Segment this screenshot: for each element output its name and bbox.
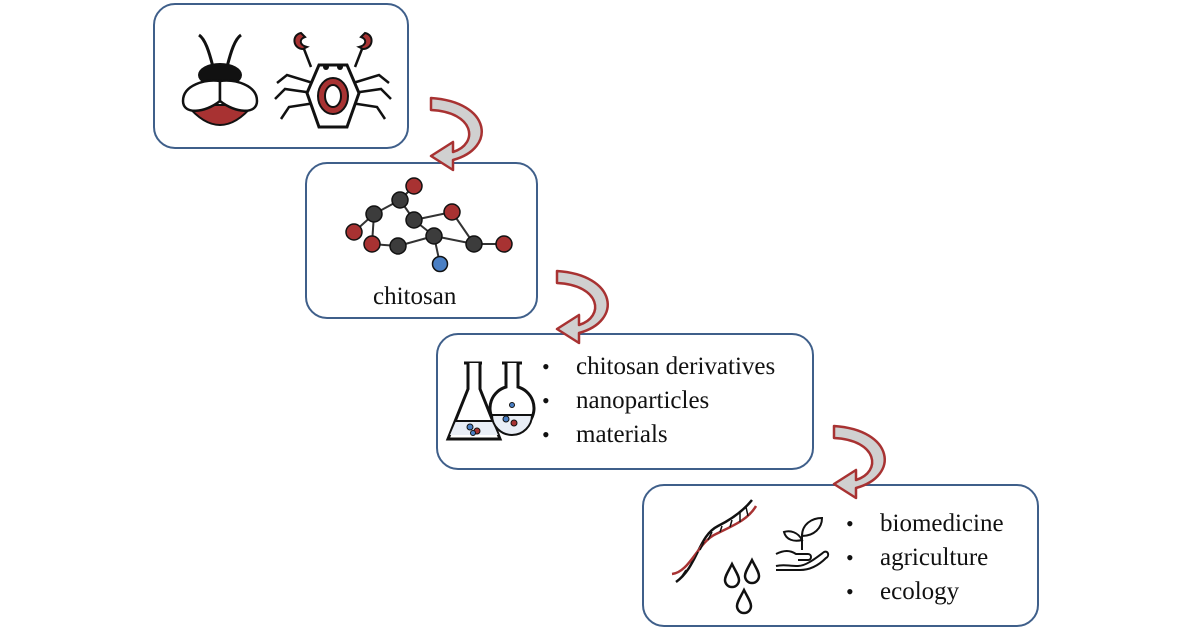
flask-icon (445, 361, 536, 441)
list-item: • ecology (842, 575, 1004, 609)
list-item: • materials (538, 418, 775, 452)
bullet: • (542, 422, 550, 447)
dna-icon (671, 499, 758, 584)
modification-list: • chitosan derivatives • nanoparticles • ma… (538, 350, 775, 452)
bullet: • (542, 354, 550, 379)
list-item: • biomedicine (842, 507, 1004, 541)
list-item: • agriculture (842, 541, 1004, 575)
item-text: agriculture (880, 544, 989, 571)
bullet: • (846, 579, 854, 604)
applications-box: • biomedicine • agriculture • ecology (642, 484, 1039, 627)
arrow-1-icon (429, 96, 483, 172)
item-text: biomedicine (880, 510, 1004, 537)
modification-box: • chitosan derivatives • nanoparticles • ma… (436, 333, 814, 470)
chitosan-box: chitosan (305, 162, 538, 319)
item-text: nanoparticles (576, 387, 710, 414)
applications-list: • biomedicine • agriculture • ecology (842, 507, 1004, 609)
bullet: • (542, 388, 550, 413)
source-organisms-box (153, 3, 409, 149)
plant-hand-icon (775, 516, 830, 571)
item-text: ecology (880, 578, 960, 605)
list-item: • nanoparticles (538, 384, 775, 418)
arrow-2-icon (555, 269, 609, 345)
chitosan-label: chitosan (373, 283, 457, 310)
arrow-3-icon (832, 424, 886, 500)
droplets-icon (723, 557, 761, 615)
item-text: chitosan derivatives (576, 353, 776, 380)
list-item: • chitosan derivatives (538, 350, 775, 384)
bullet: • (846, 545, 854, 570)
crab-icon (274, 31, 392, 129)
bullet: • (846, 511, 854, 536)
insect-icon (181, 33, 259, 126)
item-text: materials (576, 421, 668, 448)
molecule-icon (345, 177, 513, 273)
